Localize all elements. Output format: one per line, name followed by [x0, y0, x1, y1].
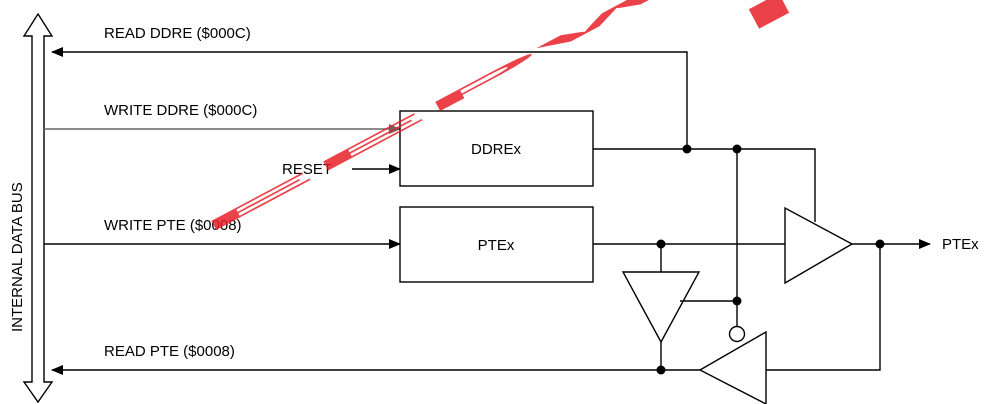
pte-block: [399, 206, 594, 283]
pte-block-label: PTEx: [478, 237, 515, 254]
junction-dot: [682, 144, 692, 154]
pin-input-buffer: [698, 330, 767, 404]
junction-dot: [656, 365, 666, 375]
inverting-enable-bubble: [728, 325, 746, 343]
ddre-block-label: DDREx: [471, 141, 522, 158]
pte-readback-buffer: [621, 271, 701, 344]
read-ddre-label: READ DDRE ($000C): [104, 25, 251, 42]
output-pin-label: PTEx: [942, 236, 979, 253]
output-buffer: [784, 206, 854, 285]
write-ddre-label: WRITE DDRE ($000C): [104, 102, 257, 119]
internal-data-bus-label: INTERNAL DATA BUS: [9, 182, 26, 332]
ddre-block: [399, 110, 594, 187]
ddre-output-line: [593, 148, 816, 222]
read-pte-label: READ PTE ($0008): [104, 343, 235, 360]
internal-data-bus-arrow: [22, 12, 54, 404]
read-ddre-line: [51, 47, 688, 149]
watermark-dot: [748, 0, 790, 29]
write-pte-label: WRITE PTE ($0008): [104, 217, 242, 234]
pin-feedback-line: [766, 244, 881, 371]
reset-label: RESET: [282, 161, 332, 178]
